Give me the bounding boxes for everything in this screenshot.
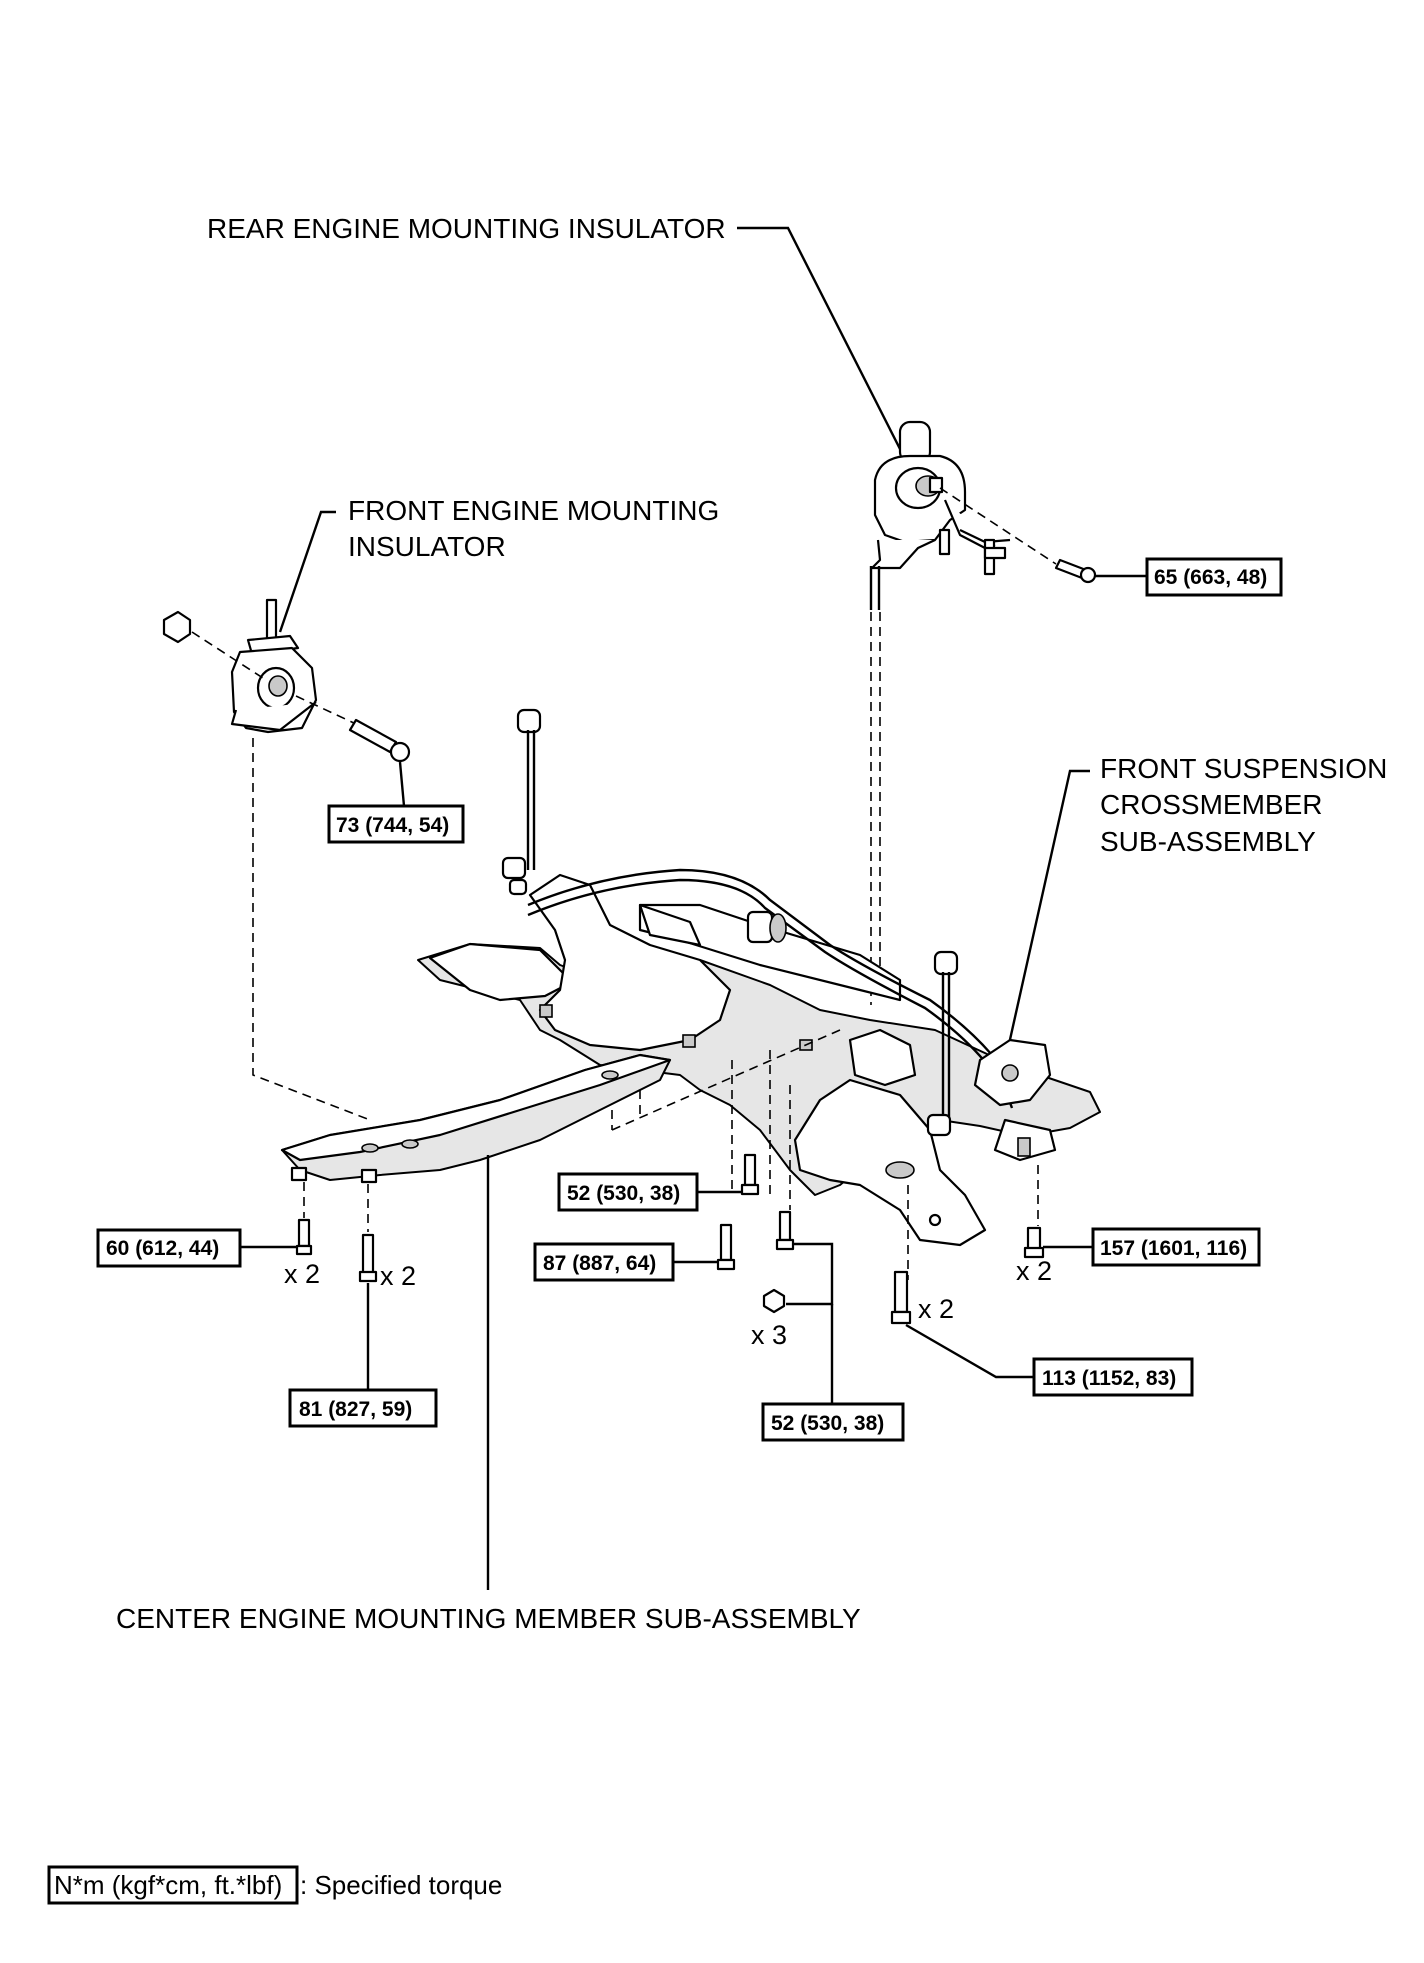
svg-text:157 (1601, 116): 157 (1601, 116) <box>1100 1237 1247 1260</box>
leader-rear-insulator <box>737 226 902 450</box>
label-front-insulator-line1: FRONT ENGINE MOUNTING <box>348 495 719 526</box>
multiplier-157: x 2 <box>1016 1256 1052 1286</box>
bolt-52-upper <box>740 1153 760 1196</box>
svg-text:52 (530, 38): 52 (530, 38) <box>771 1412 884 1435</box>
bolt-65 <box>1054 558 1097 584</box>
bolt-52-lower <box>775 1210 795 1251</box>
torque-callout-157: 157 (1601, 116) <box>1091 1227 1261 1267</box>
label-rear-engine-mounting-insulator: REAR ENGINE MOUNTING INSULATOR <box>207 213 726 244</box>
bolt-73 <box>348 718 411 763</box>
torque-callout-60: 60 (612, 44) <box>96 1228 242 1268</box>
bolt-87 <box>716 1223 736 1271</box>
svg-text:60 (612, 44): 60 (612, 44) <box>106 1237 219 1260</box>
svg-text:65 (663, 48): 65 (663, 48) <box>1154 566 1267 589</box>
dashed-guide <box>939 487 1057 565</box>
bolt-60 <box>295 1218 313 1256</box>
torque-callout-73: 73 (744, 54) <box>327 804 465 844</box>
label-center-engine-mounting-member: CENTER ENGINE MOUNTING MEMBER SUB-ASSEMB… <box>116 1603 861 1634</box>
bolt-81 <box>358 1233 378 1283</box>
svg-text:113 (1152, 83): 113 (1152, 83) <box>1042 1367 1176 1390</box>
svg-text:87 (887, 64): 87 (887, 64) <box>543 1252 656 1275</box>
front-engine-mounting-insulator <box>230 598 318 734</box>
legend: N*m (kgf*cm, ft.*lbf) : Specified torque <box>47 1865 502 1905</box>
torque-callout-87: 87 (887, 64) <box>533 1242 675 1282</box>
front-suspension-crossmember <box>417 708 1101 1247</box>
front-mount-nut <box>162 610 192 644</box>
multiplier-x3: x 3 <box>751 1320 787 1350</box>
svg-text:73 (744, 54): 73 (744, 54) <box>336 814 449 837</box>
torque-callout-65: 65 (663, 48) <box>1145 557 1283 597</box>
torque-callout-113: 113 (1152, 83) <box>1032 1357 1194 1397</box>
bolt-157 <box>1023 1226 1045 1259</box>
multiplier-60: x 2 <box>284 1259 320 1289</box>
torque-callout-52-lower: 52 (530, 38) <box>761 1402 905 1442</box>
multiplier-81: x 2 <box>380 1261 416 1291</box>
label-front-insulator-line2: INSULATOR <box>348 531 506 562</box>
multiplier-113: x 2 <box>918 1294 954 1324</box>
nut-52-lower <box>762 1288 786 1314</box>
legend-text: : Specified torque <box>300 1870 502 1900</box>
leader-torque-73 <box>398 761 406 807</box>
label-crossmember-line3: SUB-ASSEMBLY <box>1100 826 1316 857</box>
bolt-113 <box>890 1270 912 1325</box>
svg-text:81 (827, 59): 81 (827, 59) <box>299 1398 412 1421</box>
torque-callout-81: 81 (827, 59) <box>288 1388 438 1428</box>
label-crossmember-line1: FRONT SUSPENSION <box>1100 753 1387 784</box>
torque-callout-52-upper: 52 (530, 38) <box>557 1172 699 1212</box>
label-crossmember-line2: CROSSMEMBER <box>1100 789 1322 820</box>
leader-front-insulator <box>278 510 336 633</box>
rear-engine-mounting-insulator <box>869 420 1011 610</box>
svg-text:52 (530, 38): 52 (530, 38) <box>567 1182 680 1205</box>
leader-crossmember <box>1003 769 1090 1063</box>
legend-unit: N*m (kgf*cm, ft.*lbf) <box>54 1870 282 1900</box>
center-engine-mounting-member <box>280 1053 672 1184</box>
